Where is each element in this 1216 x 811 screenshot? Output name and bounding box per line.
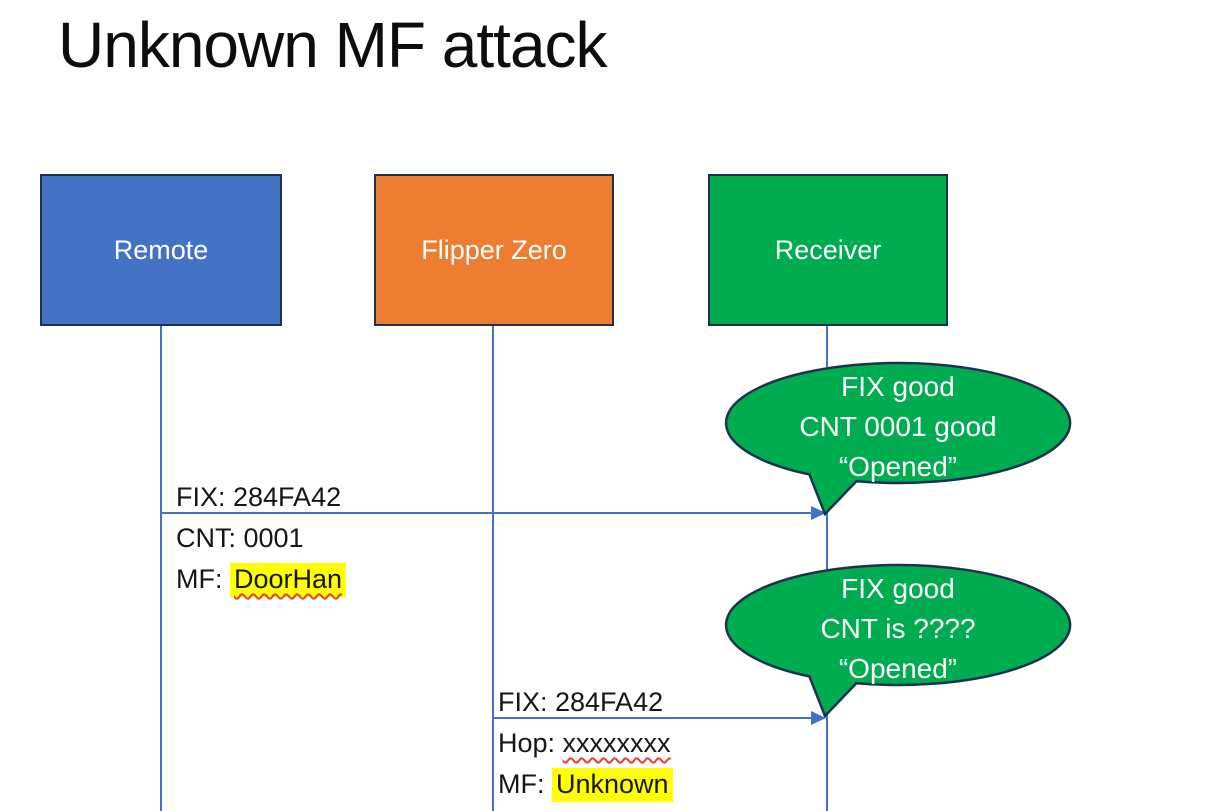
actor-label-receiver: Receiver bbox=[774, 234, 882, 265]
bubble-line: CNT is ???? bbox=[820, 613, 976, 644]
bubble-line: FIX good bbox=[841, 371, 955, 402]
bubble-line: FIX good bbox=[841, 573, 955, 604]
speech-bubble-2: FIX good CNT is ???? “Opened” bbox=[723, 563, 1073, 723]
bubble-line: CNT 0001 good bbox=[799, 411, 997, 442]
message-text-line: MF: Unknown bbox=[498, 764, 673, 805]
message-field-value: Unknown bbox=[552, 768, 673, 802]
speech-bubble-1-text: FIX good CNT 0001 good “Opened” bbox=[723, 365, 1073, 489]
lifeline-remote bbox=[160, 326, 162, 811]
actor-box-flipper-zero: Flipper Zero bbox=[374, 174, 614, 326]
actor-box-remote: Remote bbox=[40, 174, 282, 326]
lifeline-flipper-zero bbox=[492, 326, 494, 811]
actor-label-remote: Remote bbox=[113, 234, 209, 265]
speech-bubble-1: FIX good CNT 0001 good “Opened” bbox=[723, 361, 1073, 521]
actor-box-receiver: Receiver bbox=[708, 174, 948, 326]
message-text-line: MF: DoorHan bbox=[176, 559, 347, 600]
message-text-line: FIX: 284FA42 bbox=[176, 482, 342, 512]
speech-bubble-1-shape bbox=[724, 361, 1072, 517]
message-arrow-2-line bbox=[494, 717, 812, 719]
message-field-prefix: MF: bbox=[176, 564, 230, 594]
lifeline-receiver bbox=[826, 326, 828, 811]
message-arrow-1-line bbox=[161, 512, 812, 514]
speech-bubble-2-text: FIX good CNT is ???? “Opened” bbox=[723, 567, 1073, 691]
message-field-value: DoorHan bbox=[230, 563, 347, 597]
page-title: Unknown MF attack bbox=[58, 9, 608, 81]
bubble-line: “Opened” bbox=[838, 451, 958, 482]
bubble-line: “Opened” bbox=[838, 653, 958, 684]
message-field-value: xxxxxxxx bbox=[562, 728, 671, 758]
actor-label-flipper-zero: Flipper Zero bbox=[421, 234, 567, 265]
message-arrow-2-head-icon bbox=[811, 711, 826, 725]
message-text-line: CNT: 0001 bbox=[176, 523, 304, 553]
speech-bubble-2-shape bbox=[724, 563, 1072, 719]
message-field-prefix: MF: bbox=[498, 769, 552, 799]
message-text-line: Hop: xxxxxxxx bbox=[498, 723, 673, 764]
message-field-prefix: Hop: bbox=[498, 728, 563, 758]
message-text-line: FIX: 284FA42 bbox=[498, 687, 664, 717]
